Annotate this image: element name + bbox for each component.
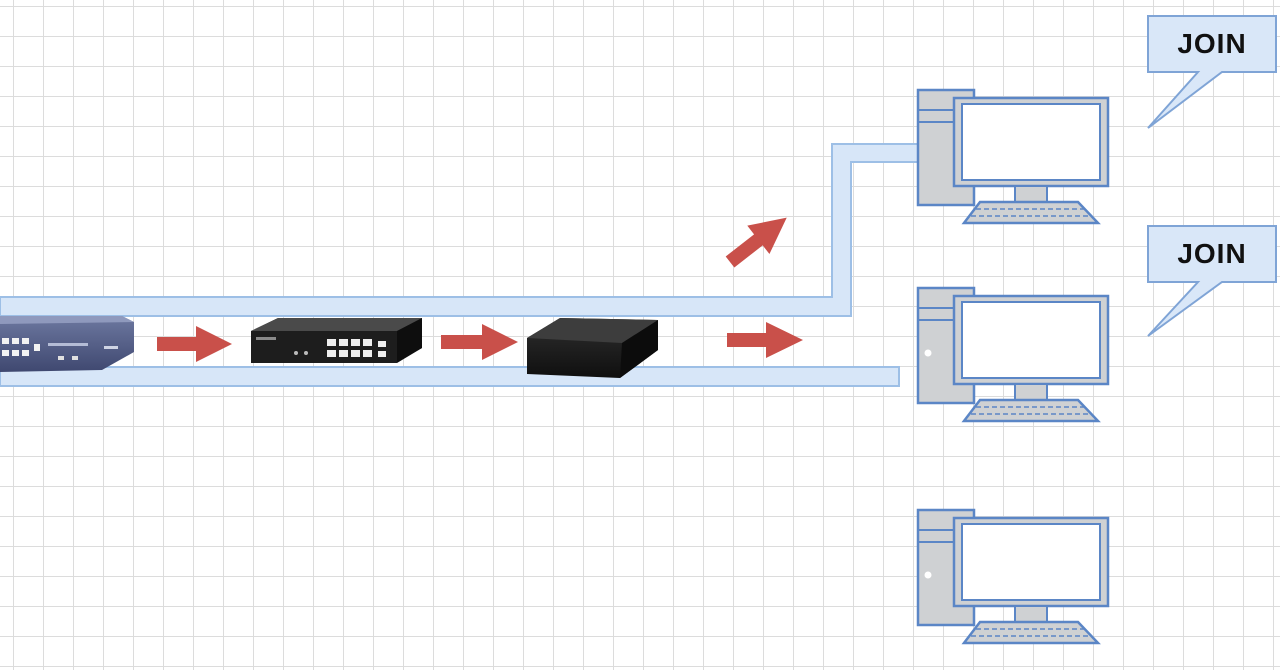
cable-upper (0, 143, 937, 317)
cable-lower (0, 366, 900, 387)
desktop-pc-1 (916, 88, 1110, 225)
callout-join-2-shape (1147, 225, 1277, 337)
router-device (0, 316, 134, 372)
callout-join-1-shape (1147, 15, 1277, 129)
callout-join-1: JOIN (1177, 28, 1247, 59)
desktop-pc-3 (916, 508, 1110, 645)
callout-join-2: JOIN (1177, 238, 1247, 269)
desktop-pc-2 (916, 286, 1110, 423)
right-arrow-1 (157, 326, 232, 362)
switch-device (251, 318, 422, 363)
right-arrow-2 (441, 324, 518, 360)
wireless-access-point (527, 318, 658, 378)
right-arrow-3 (727, 322, 803, 358)
diagonal-arrow-up-right (725, 217, 787, 268)
